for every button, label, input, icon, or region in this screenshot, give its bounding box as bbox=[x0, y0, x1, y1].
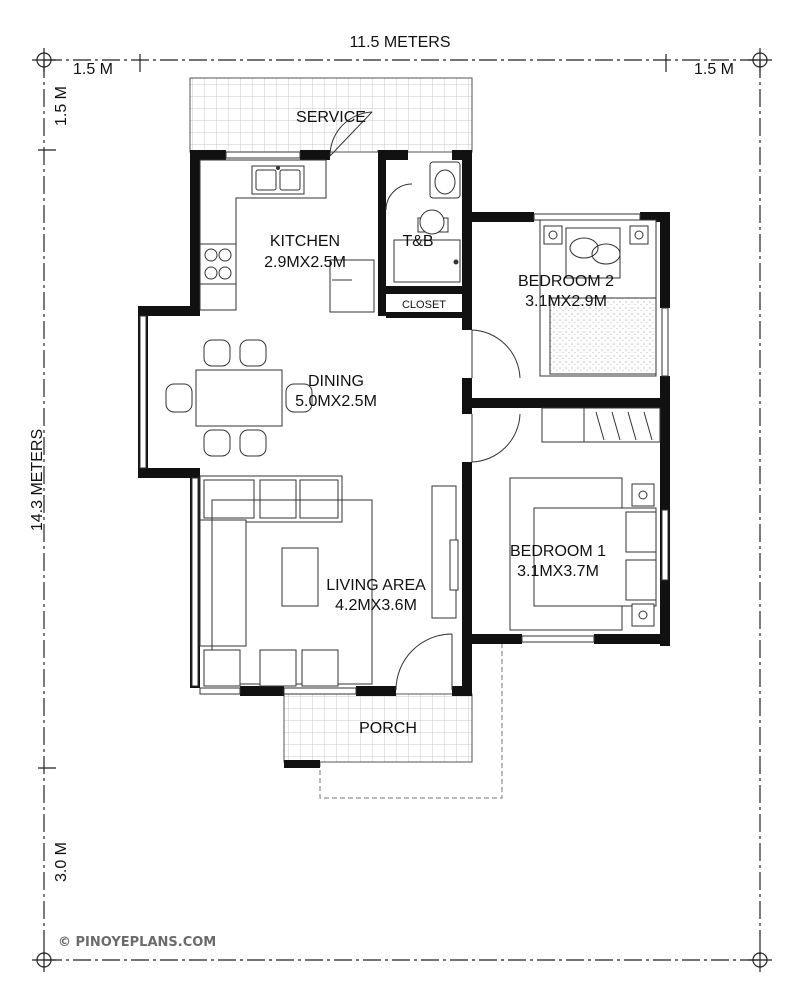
tv-console-icon bbox=[431, 485, 459, 619]
shower-icon bbox=[393, 239, 461, 283]
right-setback-label: 1.5 M bbox=[694, 61, 734, 78]
bedroom2-bed-icon bbox=[539, 219, 657, 377]
bedroom2-size: 3.1MX2.9M bbox=[525, 293, 607, 310]
overall-width-label: 11.5 METERS bbox=[349, 34, 450, 51]
porch-floor bbox=[283, 693, 473, 763]
dining-size: 5.0MX2.5M bbox=[295, 393, 377, 410]
kitchen-counter bbox=[199, 159, 327, 311]
living-label: LIVING AREA bbox=[326, 577, 426, 594]
service-area-floor bbox=[189, 77, 473, 153]
rear-setback-label: 1.5 M bbox=[53, 86, 70, 126]
kitchen-size: 2.9MX2.5M bbox=[264, 254, 346, 271]
doors bbox=[329, 111, 521, 691]
interior-walls bbox=[378, 150, 462, 318]
tb-label: T&B bbox=[402, 233, 433, 250]
kitchen-sink-icon bbox=[251, 165, 305, 195]
porch-roof-outline bbox=[319, 640, 503, 799]
corner-markers bbox=[32, 48, 772, 972]
sofa-icon bbox=[199, 475, 343, 647]
lavatory-icon bbox=[429, 161, 461, 199]
dining-table-icon bbox=[165, 339, 313, 457]
front-setback-label: 3.0 M bbox=[53, 842, 70, 882]
toilet-icon bbox=[417, 209, 449, 235]
service-label: SERVICE bbox=[296, 109, 366, 126]
windows bbox=[139, 151, 669, 695]
armchairs-icon bbox=[203, 649, 339, 687]
porch-label: PORCH bbox=[359, 720, 417, 737]
watermark: © PINOYEPLANS.COM bbox=[58, 935, 216, 950]
wardrobe-icon bbox=[541, 407, 661, 443]
bedroom1-size: 3.1MX3.7M bbox=[517, 563, 599, 580]
closet-label: CLOSET bbox=[402, 299, 446, 311]
left-setback-label: 1.5 M bbox=[73, 61, 113, 78]
overall-depth-label: 14.3 METERS bbox=[29, 429, 46, 531]
coffee-table-icon bbox=[281, 547, 319, 607]
bedroom1-bed-icon bbox=[509, 477, 657, 631]
property-boundary bbox=[43, 59, 761, 961]
dining-label: DINING bbox=[308, 373, 364, 390]
refrigerator-icon bbox=[329, 259, 375, 313]
living-size: 4.2MX3.6M bbox=[335, 597, 417, 614]
bedroom2-label: BEDROOM 2 bbox=[518, 273, 614, 290]
bedroom1-label: BEDROOM 1 bbox=[510, 543, 606, 560]
kitchen-label: KITCHEN bbox=[270, 233, 340, 250]
dimension-ticks bbox=[38, 54, 667, 769]
stove-icon bbox=[199, 243, 237, 285]
